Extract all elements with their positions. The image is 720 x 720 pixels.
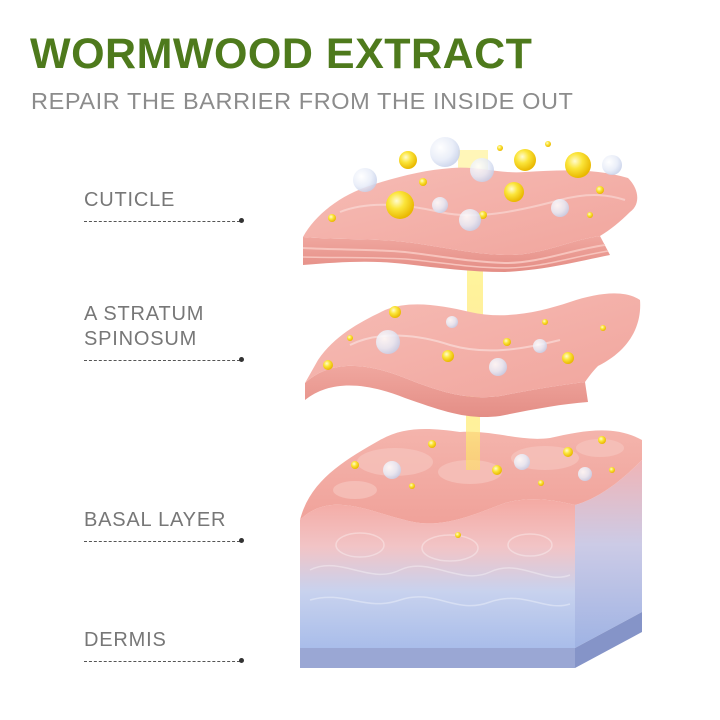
spinosum-top-surface [305, 293, 641, 398]
page-title: WORMWOOD EXTRACT [30, 30, 533, 78]
block-front-face [300, 499, 575, 648]
label-stratum-spinosum-text-2: SPINOSUM [84, 328, 198, 350]
dermis-texture [309, 532, 571, 607]
basal-dermis-block [300, 429, 642, 668]
leader-line-dermis [84, 658, 244, 663]
block-side-face [575, 460, 642, 648]
label-cuticle: CUTICLE [84, 188, 244, 223]
label-basal-layer-text: BASAL LAYER [84, 509, 227, 531]
moisture-bubbles [353, 137, 622, 481]
leader-line-stratum-spinosum [84, 357, 244, 362]
label-basal-layer: BASAL LAYER [84, 508, 244, 543]
label-stratum-spinosum: A STRATUM SPINOSUM [84, 302, 244, 362]
label-dermis: DERMIS [84, 628, 244, 663]
block-bottom-front [300, 648, 575, 668]
leader-line-cuticle [84, 218, 244, 223]
spinosum-edge [305, 365, 588, 418]
label-cuticle-text: CUTICLE [84, 189, 176, 211]
label-dermis-text: DERMIS [84, 629, 167, 651]
gold-droplets [323, 141, 615, 538]
leader-line-basal-layer [84, 538, 244, 543]
label-stratum-spinosum-text-1: A STRATUM [84, 303, 205, 325]
block-bottom-side [575, 612, 642, 668]
page-subtitle: REPAIR THE BARRIER FROM THE INSIDE OUT [31, 88, 574, 114]
cuticle-edge-layers [303, 236, 610, 272]
